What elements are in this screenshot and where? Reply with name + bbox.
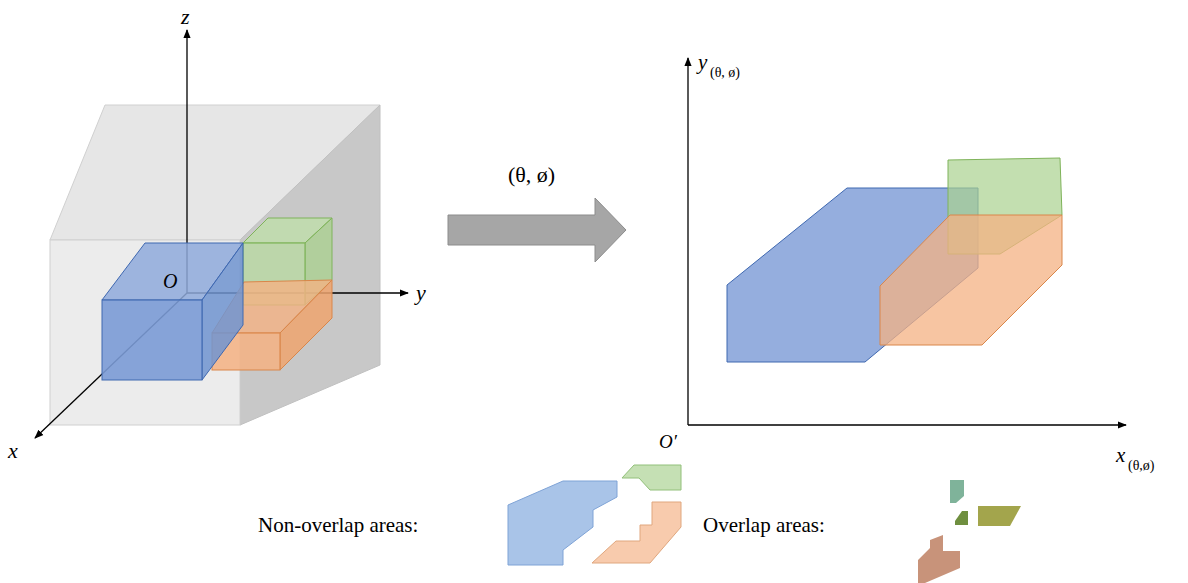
axis-subscript: (θ, ø)	[710, 66, 740, 80]
axis-label: x	[8, 440, 18, 462]
blue-cuboid	[102, 243, 243, 380]
origin-label: O	[163, 271, 177, 291]
axis-subscript: (θ,ø)	[1128, 459, 1155, 473]
projected-shapes	[727, 158, 1062, 362]
axes-2d	[688, 58, 1126, 425]
axis-label: y	[416, 282, 426, 304]
axis-label: z	[181, 6, 190, 28]
origin-label: O′	[659, 432, 677, 451]
axis-label: x	[1116, 445, 1125, 466]
legend-caption: Non-overlap areas:	[258, 515, 418, 536]
legend-caption: Overlap areas:	[703, 515, 825, 536]
non-overlap-pieces	[508, 465, 681, 565]
axes-3d	[35, 30, 408, 438]
projection-angle-label: (θ, ø)	[508, 164, 555, 186]
projection-arrow	[448, 198, 626, 262]
axis-label: y	[698, 52, 707, 73]
overlap-pieces	[918, 480, 1021, 583]
